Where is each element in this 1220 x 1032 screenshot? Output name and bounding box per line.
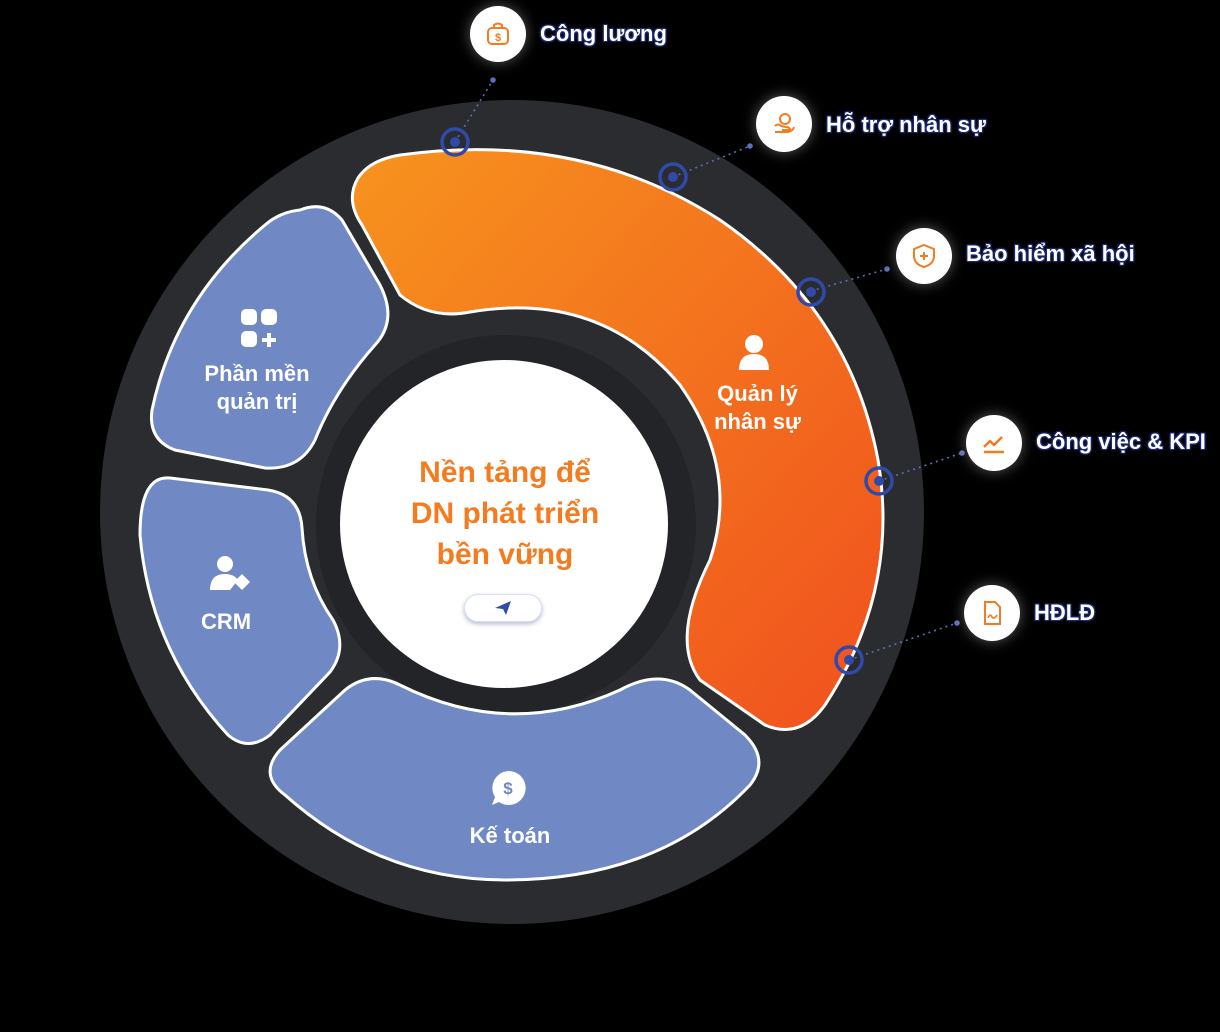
- target-marker: [864, 466, 894, 496]
- feature-cong-viec-kpi[interactable]: [966, 415, 1022, 471]
- trend-chart-icon: [983, 436, 1004, 454]
- feature-label-cong-viec-kpi: Công việc & KPI: [1036, 429, 1206, 454]
- send-button[interactable]: [464, 594, 542, 622]
- feature-cong-luong[interactable]: $: [470, 6, 526, 62]
- feature-label-bao-hiem-xa-hoi: Bảo hiểm xã hội: [966, 241, 1135, 266]
- feature-ho-tro-nhan-su[interactable]: [756, 96, 812, 152]
- person-icon: [739, 335, 769, 370]
- send-icon: [495, 601, 511, 615]
- apps-icon: [241, 309, 277, 347]
- target-marker: [658, 162, 688, 192]
- target-marker: [834, 645, 864, 675]
- target-markers: [440, 127, 894, 675]
- segment-label-ke-toan: Kế toán: [469, 823, 551, 848]
- svg-text:$: $: [495, 32, 501, 44]
- svg-text:$: $: [503, 779, 513, 798]
- dollar-chat-icon: $: [492, 770, 526, 805]
- feature-hdld[interactable]: [964, 585, 1020, 641]
- target-marker: [796, 277, 826, 307]
- feature-label-hdld: HĐLĐ: [1034, 600, 1096, 625]
- contract-document-icon: [984, 601, 1001, 625]
- leader-dots: [490, 77, 965, 626]
- shield-plus-icon: [913, 243, 935, 269]
- money-bag-icon: $: [487, 22, 509, 45]
- segment-label-phan-mem: Phần mền quản trị: [204, 361, 310, 414]
- support-person-icon: [774, 113, 795, 133]
- user-tag-icon: [210, 556, 250, 590]
- target-marker: [440, 127, 470, 157]
- feature-label-ho-tro-nhan-su: Hỗ trợ nhân sự: [826, 112, 986, 137]
- center-title: Nền tảng để DN phát triển bền vững: [410, 456, 600, 571]
- center-disk: [340, 360, 668, 688]
- segment-label-quan-ly: Quản lý nhân sự: [714, 381, 801, 434]
- feature-bao-hiem-xa-hoi[interactable]: [896, 228, 952, 284]
- segment-crm[interactable]: [138, 476, 342, 745]
- segment-label-crm: CRM: [200, 609, 252, 634]
- segment-quan-ly-nhan-su[interactable]: [350, 148, 885, 731]
- feature-label-cong-luong: Công lương: [540, 21, 667, 46]
